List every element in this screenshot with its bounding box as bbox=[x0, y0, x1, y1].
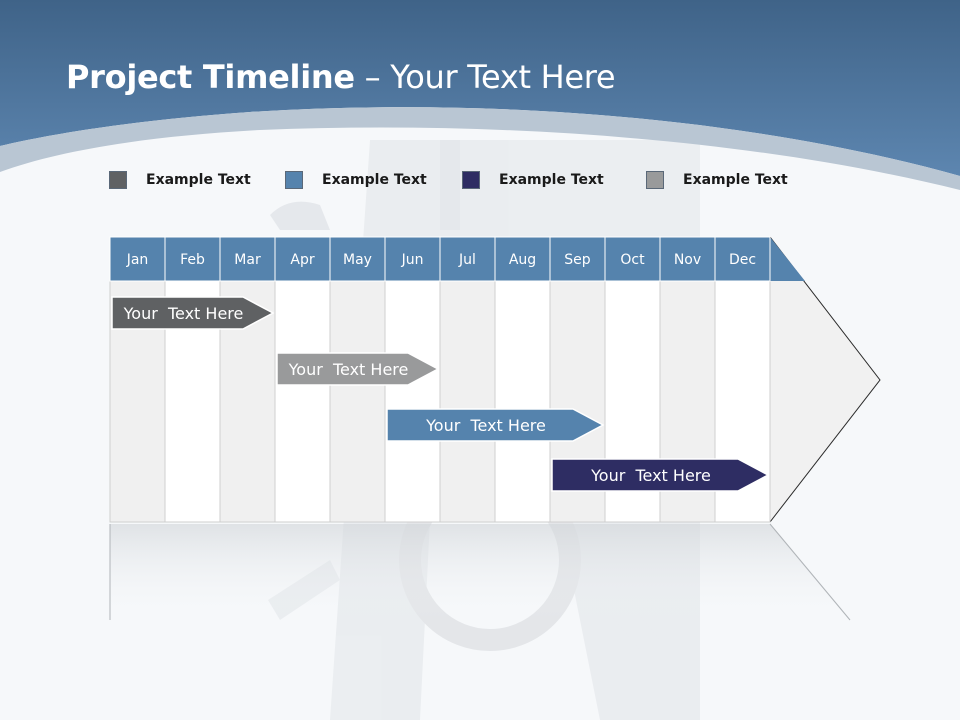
month-column bbox=[274, 280, 331, 523]
month-label: Nov bbox=[674, 252, 701, 268]
month-label: Sep bbox=[564, 252, 591, 268]
month-header-cell bbox=[329, 236, 386, 282]
month-header-cell bbox=[439, 236, 496, 282]
title-main: Project Timeline bbox=[66, 58, 355, 96]
legend-swatch bbox=[646, 171, 664, 189]
month-label: Dec bbox=[729, 252, 756, 268]
month-header-cell bbox=[164, 236, 221, 282]
month-header-cell bbox=[219, 236, 276, 282]
task-bar bbox=[276, 352, 440, 386]
month-column bbox=[439, 280, 496, 523]
task-label: Your Text Here bbox=[590, 466, 711, 485]
task-bar bbox=[551, 458, 770, 492]
month-header-tip bbox=[770, 237, 805, 281]
month-label: Feb bbox=[180, 252, 205, 268]
task-bar bbox=[111, 296, 275, 330]
legend-label: Example Text bbox=[499, 172, 604, 188]
legend-swatch bbox=[462, 171, 480, 189]
legend-swatch bbox=[285, 171, 303, 189]
task-label: Your Text Here bbox=[288, 360, 409, 379]
month-header-cell bbox=[549, 236, 606, 282]
month-header-cell bbox=[494, 236, 551, 282]
month-header-cell bbox=[274, 236, 331, 282]
page-title: Project Timeline – Your Text Here bbox=[66, 58, 616, 96]
month-header-cell bbox=[659, 236, 716, 282]
month-label: Apr bbox=[290, 252, 314, 268]
task-label: Your Text Here bbox=[425, 416, 546, 435]
reflection-edge-right bbox=[769, 523, 851, 621]
month-label: Jan bbox=[126, 252, 149, 268]
timeline-reflection bbox=[110, 524, 850, 620]
month-header-cell bbox=[604, 236, 661, 282]
month-header-cell bbox=[109, 236, 166, 282]
header-swoosh bbox=[0, 107, 960, 190]
legend-label: Example Text bbox=[146, 172, 251, 188]
title-rest: – Your Text Here bbox=[354, 58, 616, 96]
month-label: May bbox=[343, 252, 372, 268]
month-label: Aug bbox=[509, 252, 536, 268]
month-column bbox=[384, 280, 441, 523]
month-label: Jun bbox=[401, 252, 424, 268]
month-label: Jul bbox=[458, 252, 476, 268]
legend-label: Example Text bbox=[683, 172, 788, 188]
month-header-cell bbox=[714, 236, 771, 282]
month-label: Oct bbox=[620, 252, 645, 268]
month-column bbox=[329, 280, 386, 523]
task-label: Your Text Here bbox=[123, 304, 244, 323]
month-label: Mar bbox=[234, 252, 261, 268]
legend-label: Example Text bbox=[322, 172, 427, 188]
month-column bbox=[494, 280, 551, 523]
header-band bbox=[0, 0, 960, 176]
legend-swatch bbox=[109, 171, 127, 189]
task-bar bbox=[386, 408, 605, 442]
